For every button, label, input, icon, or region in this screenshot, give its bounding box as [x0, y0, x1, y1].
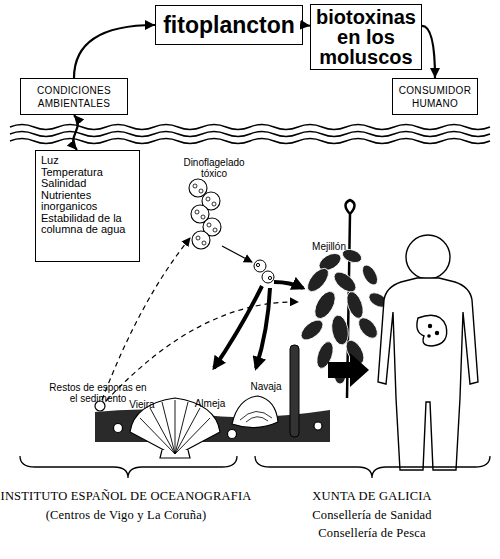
factor-box: LuzTemperaturaSalinidadNutrientes inorga…	[35, 150, 140, 262]
bold-arrow	[256, 288, 270, 368]
razor-clam	[290, 345, 299, 437]
node-text: CONSUMIDOR HUMANO	[395, 84, 475, 110]
process-box: biotoxinas en los moluscos	[310, 4, 422, 70]
sea-surface	[10, 125, 490, 144]
process-box: fitoplancton	[155, 5, 303, 45]
node-text: CONDICIONES AMBIENTALES	[23, 84, 125, 110]
organism-label: Navaja	[246, 381, 286, 392]
cell	[268, 276, 271, 279]
node-text: Luz	[41, 155, 59, 167]
spore	[228, 430, 237, 439]
cell	[192, 231, 210, 249]
institution-note: Consellería de Pesca	[250, 526, 494, 540]
dinoflagellate-chain	[189, 179, 221, 249]
cell	[262, 271, 274, 283]
wave-line	[10, 125, 490, 130]
organism-label: Dinoflagelado tóxico	[176, 157, 252, 179]
flow-arrow	[303, 24, 310, 27]
spore	[314, 422, 322, 430]
flow-arrow	[74, 25, 155, 78]
cell	[256, 263, 259, 266]
head	[406, 235, 450, 279]
bold-arrow	[214, 286, 262, 368]
stomach	[417, 315, 447, 346]
institution-note: (Centros de Vigo y La Coruña)	[0, 508, 252, 522]
cell	[254, 260, 266, 272]
organism-label: Mejillón	[306, 241, 352, 252]
clam-shell	[232, 396, 278, 428]
organism-label: Almeja	[190, 398, 230, 409]
node-text: Estabilidad de la columna de agua	[41, 213, 134, 236]
node-text: Salinidad	[41, 178, 86, 190]
institution-note: Consellería de Sanidad	[250, 508, 494, 522]
bold-arrow	[274, 282, 303, 288]
brackets	[20, 456, 490, 478]
cell-dots	[193, 184, 217, 245]
body	[378, 278, 478, 470]
thin-arrow	[222, 246, 252, 262]
clam-lines	[240, 411, 272, 422]
institution-name: XUNTA DE GALICIA	[250, 489, 494, 503]
brace	[255, 456, 490, 478]
flow-arrow	[73, 115, 78, 150]
node-text: biotoxinas en los moluscos	[313, 7, 419, 67]
wave-line	[10, 139, 490, 144]
clam	[232, 396, 278, 428]
toxin-dots	[427, 324, 439, 338]
dashed-arrow	[102, 238, 190, 400]
dinoflagellate-small	[254, 260, 274, 283]
node-text: fitoplancton	[163, 12, 295, 38]
block-arrow	[328, 353, 369, 387]
brace	[20, 456, 237, 478]
node-text: Temperatura	[41, 167, 103, 179]
node-text: Nutrientes inorganicos	[41, 190, 134, 213]
process-box: CONSUMIDOR HUMANO	[392, 78, 478, 115]
spore	[114, 424, 123, 433]
human-figure	[378, 235, 478, 470]
flow-arrow	[422, 26, 435, 78]
mussel-rope	[298, 200, 390, 398]
wave-line	[10, 132, 490, 137]
organism-label: Vieira	[124, 399, 160, 410]
institution-name: INSTITUTO ESPAÑOL DE OCEANOGRAFIA	[0, 489, 252, 503]
process-box: CONDICIONES AMBIENTALES	[20, 78, 128, 115]
